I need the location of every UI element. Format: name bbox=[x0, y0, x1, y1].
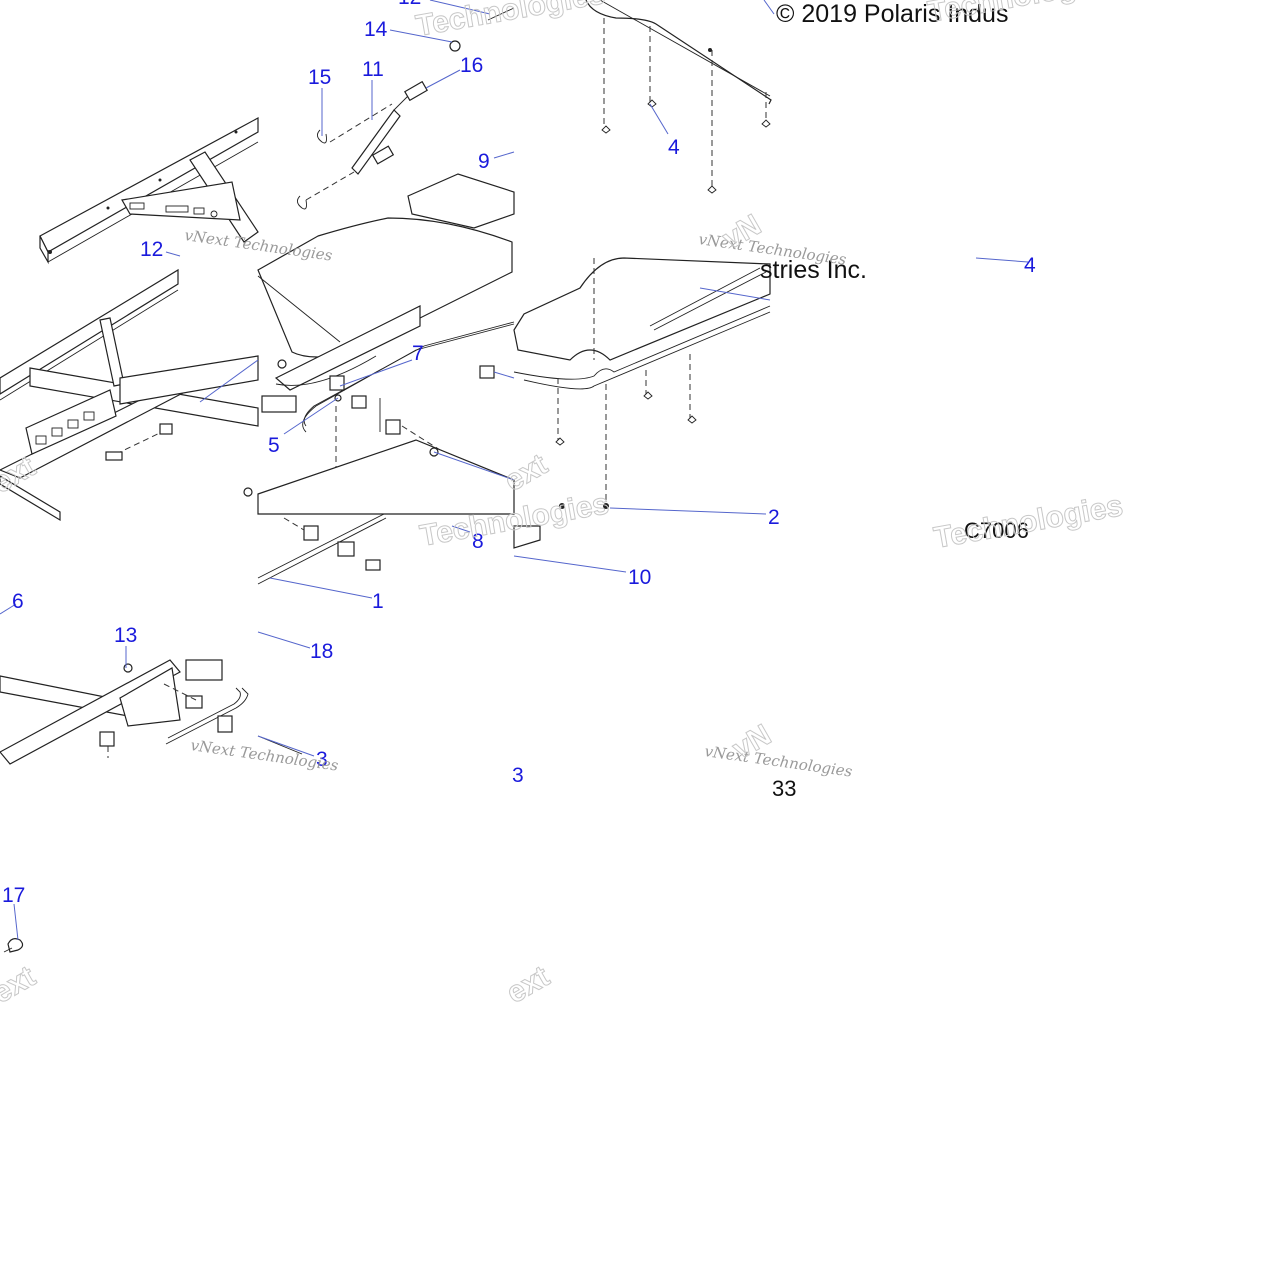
callout-15: 15 bbox=[308, 66, 331, 89]
skid-plate-top bbox=[585, 0, 772, 194]
callout-5: 5 bbox=[268, 434, 280, 457]
callout-10: 10 bbox=[628, 566, 651, 589]
callout-9: 9 bbox=[478, 150, 490, 173]
callout-8: 8 bbox=[472, 530, 484, 553]
frame-rail-lower bbox=[0, 268, 259, 522]
watermarks: Technologies vNext Technologies vNext Te… bbox=[0, 0, 1126, 1011]
drawing-code: C7006 bbox=[964, 518, 1029, 543]
callout-12: 12 bbox=[398, 0, 421, 9]
floor-panel-assembly bbox=[243, 173, 515, 515]
watermark-next: ext bbox=[0, 960, 41, 1010]
callout-11: 11 bbox=[362, 58, 384, 81]
callout-18: 18 bbox=[310, 640, 333, 663]
leader-lines bbox=[0, 0, 1029, 941]
stabilizer-rod bbox=[257, 513, 387, 585]
gas-strut-assembly bbox=[297, 7, 515, 210]
callout-6: 6 bbox=[12, 590, 24, 613]
callout-2: 2 bbox=[768, 506, 780, 529]
frame-rail-upper bbox=[39, 116, 259, 265]
watermark-technologies: Technologies bbox=[413, 0, 607, 43]
callout-3: 3 bbox=[316, 748, 328, 771]
watermark-technologies: Technologies bbox=[931, 489, 1125, 555]
callout-1: 1 bbox=[372, 590, 384, 613]
copyright-text-group: © 2019 Polaris Indus stries Inc. C7006 3… bbox=[760, 0, 1029, 801]
copyright-fragment-text: stries Inc. bbox=[760, 256, 867, 284]
watermark-script: vNext Technologies bbox=[703, 742, 853, 781]
callout-17: 17 bbox=[2, 884, 25, 907]
copyright-text: © 2019 Polaris Indus bbox=[776, 0, 1008, 28]
callout-4-fragment: 4 bbox=[1024, 254, 1036, 277]
callout-16: 16 bbox=[460, 54, 483, 77]
callout-14: 14 bbox=[364, 18, 388, 41]
callout-4: 4 bbox=[668, 136, 680, 159]
watermark-next: ext bbox=[501, 960, 555, 1010]
drawing-code-fragment: 33 bbox=[772, 776, 796, 801]
skid-plate-lower bbox=[479, 257, 771, 549]
frame-rail-bottom bbox=[0, 659, 303, 765]
callout-12: 12 bbox=[140, 238, 163, 261]
callout-7: 7 bbox=[412, 342, 424, 365]
callout-13: 13 bbox=[114, 624, 137, 647]
watermark-script: vNext Technologies bbox=[189, 736, 339, 775]
clip-part bbox=[3, 938, 24, 953]
callout-numbers: 12 14 15 11 16 9 4 12 7 5 8 1 2 10 6 13 … bbox=[2, 0, 1036, 907]
callout-3-fragment: 3 bbox=[512, 764, 524, 787]
watermark-technologies: Technologies bbox=[925, 0, 1119, 29]
